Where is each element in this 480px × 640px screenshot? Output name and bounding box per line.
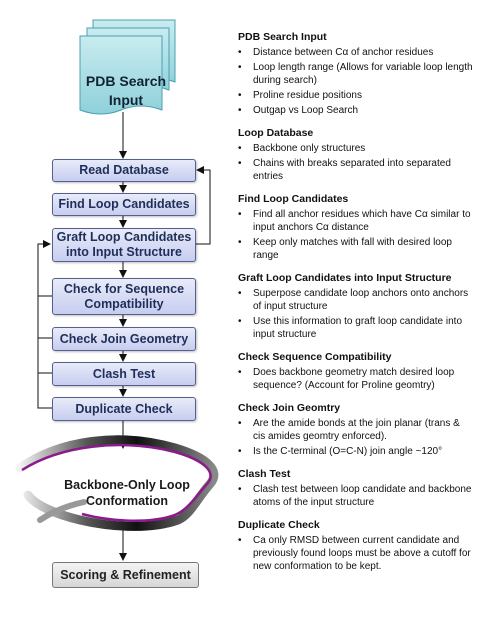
section-0: PDB Search InputDistance between Cα of a…: [238, 30, 474, 117]
pdb-search-input-label: PDB Search Input: [85, 73, 167, 108]
section-title: PDB Search Input: [238, 31, 327, 43]
bullet-list: Ca only RMSD between current candidate a…: [238, 534, 474, 573]
bullet-item: Ca only RMSD between current candidate a…: [238, 534, 474, 573]
section-title: Duplicate Check: [238, 519, 320, 531]
bullet-list: Find all anchor residues which have Cα s…: [238, 208, 474, 262]
bullet-item: Clash test between loop candidate and ba…: [238, 483, 474, 509]
bullet-item: Is the C-terminal (O=C-N) join angle ~12…: [238, 445, 474, 458]
bullet-list: Are the amide bonds at the join planar (…: [238, 417, 474, 458]
section-6: Clash TestClash test between loop candid…: [238, 467, 474, 509]
bullet-item: Outgap vs Loop Search: [238, 104, 474, 117]
check-sequence-compatibility-box: Check for Sequence Compatibility: [52, 278, 196, 315]
section-5: Check Join GeomtryAre the amide bonds at…: [238, 401, 474, 458]
scoring-refinement-box: Scoring & Refinement: [52, 562, 199, 588]
section-title: Check Sequence Compatibility: [238, 351, 392, 363]
feedback-loops: [37, 166, 211, 409]
section-title: Find Loop Candidates: [238, 193, 349, 205]
section-title: Clash Test: [238, 468, 291, 480]
description-panel: PDB Search InputDistance between Cα of a…: [238, 30, 474, 582]
bullet-item: Are the amide bonds at the join planar (…: [238, 417, 474, 443]
bullet-list: Does backbone geometry match desired loo…: [238, 366, 474, 392]
bullet-list: Superpose candidate loop anchors onto an…: [238, 287, 474, 341]
section-4: Check Sequence CompatibilityDoes backbon…: [238, 350, 474, 392]
bullet-item: Superpose candidate loop anchors onto an…: [238, 287, 474, 313]
bullet-item: Loop length range (Allows for variable l…: [238, 61, 474, 87]
section-3: Graft Loop Candidates into Input Structu…: [238, 271, 474, 341]
bullet-item: Keep only matches with fall with desired…: [238, 236, 474, 262]
bullet-item: Find all anchor residues which have Cα s…: [238, 208, 474, 234]
clash-test-box: Clash Test: [52, 362, 196, 386]
bullet-item: Backbone only structures: [238, 142, 474, 155]
section-title: Check Join Geomtry: [238, 402, 341, 414]
duplicate-check-box: Duplicate Check: [52, 397, 196, 421]
backbone-only-loop-label: Backbone-Only Loop Conformation: [64, 478, 190, 508]
bullet-item: Does backbone geometry match desired loo…: [238, 366, 474, 392]
bullet-list: Backbone only structuresChains with brea…: [238, 142, 474, 183]
backbone-loop-illustration: [15, 435, 219, 531]
section-7: Duplicate Check Ca only RMSD between curr…: [238, 518, 474, 573]
bullet-item: Use this information to graft loop candi…: [238, 315, 474, 341]
section-title: Graft Loop Candidates into Input Structu…: [238, 272, 452, 284]
graft-loop-candidates-box: Graft Loop Candidates into Input Structu…: [52, 228, 196, 262]
read-database-box: Read Database: [52, 159, 196, 182]
bullet-list: Clash test between loop candidate and ba…: [238, 483, 474, 509]
section-2: Find Loop CandidatesFind all anchor resi…: [238, 192, 474, 262]
bullet-item: Chains with breaks separated into separa…: [238, 157, 474, 183]
input-document-icon: [79, 19, 176, 115]
bullet-item: Distance between Cα of anchor residues: [238, 46, 474, 59]
check-join-geometry-box: Check Join Geometry: [52, 327, 196, 351]
section-title: Loop Database: [238, 127, 314, 139]
bullet-item: Proline residue positions: [238, 89, 474, 102]
find-loop-candidates-box: Find Loop Candidates: [52, 193, 196, 216]
bullet-list: Distance between Cα of anchor residuesLo…: [238, 46, 474, 117]
section-1: Loop DatabaseBackbone only structuresCha…: [238, 126, 474, 183]
